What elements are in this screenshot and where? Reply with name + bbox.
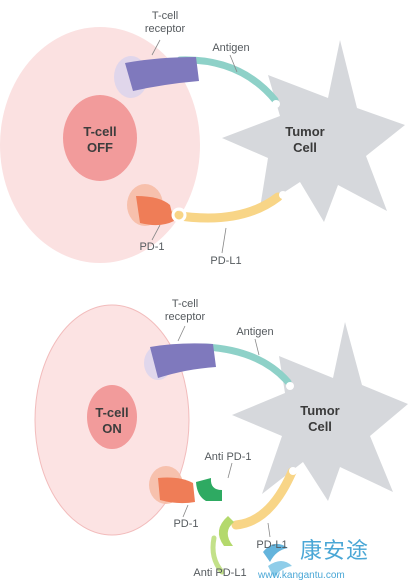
pdl1-binding-site [279,191,287,199]
panel-tcell-on [34,304,408,575]
pd-l1 [169,192,283,223]
panel-tcell-off [0,27,405,263]
tumor-label-line1: Tumor [285,124,325,139]
pd1-label: PD-1 [139,241,165,253]
tcell-state: ON [102,421,122,436]
pdl1-binding-site [289,467,297,475]
tumor-label-line1: Tumor [300,403,340,418]
tcr-label-line1: T-cell [171,298,199,310]
pd1-leader [151,224,161,241]
tcell-label: T-cell ON [86,405,138,437]
watermark-logo [263,543,292,578]
pdl1-label: PD-L1 [210,255,242,267]
antigen-leader [254,338,260,356]
pd-1 [158,477,195,504]
pd-1 [136,196,174,226]
tcr-label-line2: receptor [144,23,186,35]
antigen-binding-site [272,100,280,108]
tcr-label: T-cell receptor [160,298,210,324]
pd-l1 [231,467,297,530]
tcell-label-line1: T-cell [83,124,117,139]
pdl1-leader [221,227,227,254]
antigen [201,343,292,386]
tumor-cell [232,322,408,501]
tcell-receptor [125,57,199,91]
tcr-label: T-cell receptor [140,10,190,36]
pdl1-label: PD-L1 [256,539,288,551]
antigen-label: Antigen [212,42,250,54]
anti-pdl1-label: Anti PD-L1 [193,567,247,579]
tcell-label: T-cell OFF [74,124,126,156]
tcell-label-line1: T-cell [95,405,129,420]
tumor-label-line2: Cell [308,419,332,434]
pd1-leader [182,504,189,518]
tumor-label: Tumor Cell [277,124,333,156]
anti-pd-1 [196,478,222,501]
tcr-leader [151,39,161,56]
tcell-nucleus [87,385,137,449]
watermark-url: www.kangantu.com [258,570,345,581]
tumor-label-line2: Cell [293,140,317,155]
anti-pd1-leader [227,462,233,479]
antigen-binding-site [286,382,294,390]
tcell-state: OFF [87,140,113,155]
anti-pd1-label: Anti PD-1 [204,451,252,463]
tcr-leader [177,325,186,342]
tcr-label-line2: receptor [164,311,206,323]
antigen-leader [229,54,238,73]
tumor-label: Tumor Cell [292,403,348,435]
pdl1-leader [267,522,271,538]
anti-pd-l1-shadow [210,535,225,575]
pd1-label: PD-1 [173,518,199,530]
pd1-pdl1-junction [171,207,187,223]
antigen-label: Antigen [236,326,274,338]
tcell-receptor [150,343,216,378]
tumor-cell [222,40,405,222]
anti-pd-l1 [218,516,234,546]
watermark-text: 康安途 [300,539,370,564]
tcr-label-line1: T-cell [151,10,179,22]
tcell-nucleus [63,95,137,181]
